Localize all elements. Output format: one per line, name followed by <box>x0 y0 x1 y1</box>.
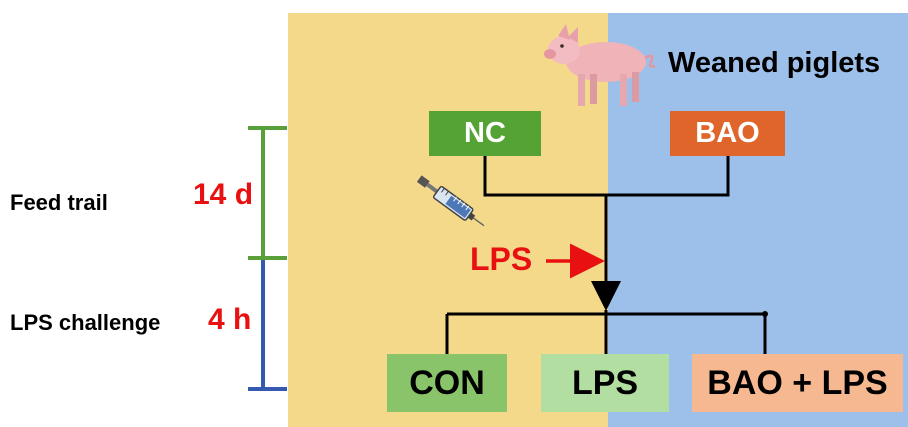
nc-group-box: NC <box>429 111 541 156</box>
challenge-bar <box>248 260 287 391</box>
syringe-icon <box>416 175 485 227</box>
merge-connector <box>483 156 730 311</box>
diagram-title: Weaned piglets <box>668 47 881 79</box>
feed-duration: 14 d <box>193 178 254 211</box>
feed-trial-label: Feed trail <box>10 190 108 215</box>
bao-lps-group-box: BAO + LPS <box>692 354 903 412</box>
injection-label: LPS <box>470 241 533 277</box>
split-connector <box>445 310 767 354</box>
challenge-duration: 4 h <box>208 303 252 336</box>
piglet-icon <box>544 24 656 106</box>
bao-group-box: BAO <box>670 111 785 156</box>
con-group-box: CON <box>387 354 507 412</box>
feed-trial-bar <box>248 126 287 260</box>
challenge-label: LPS challenge <box>10 310 161 335</box>
junction-dot <box>762 311 768 317</box>
lps-group-box: LPS <box>541 354 669 412</box>
